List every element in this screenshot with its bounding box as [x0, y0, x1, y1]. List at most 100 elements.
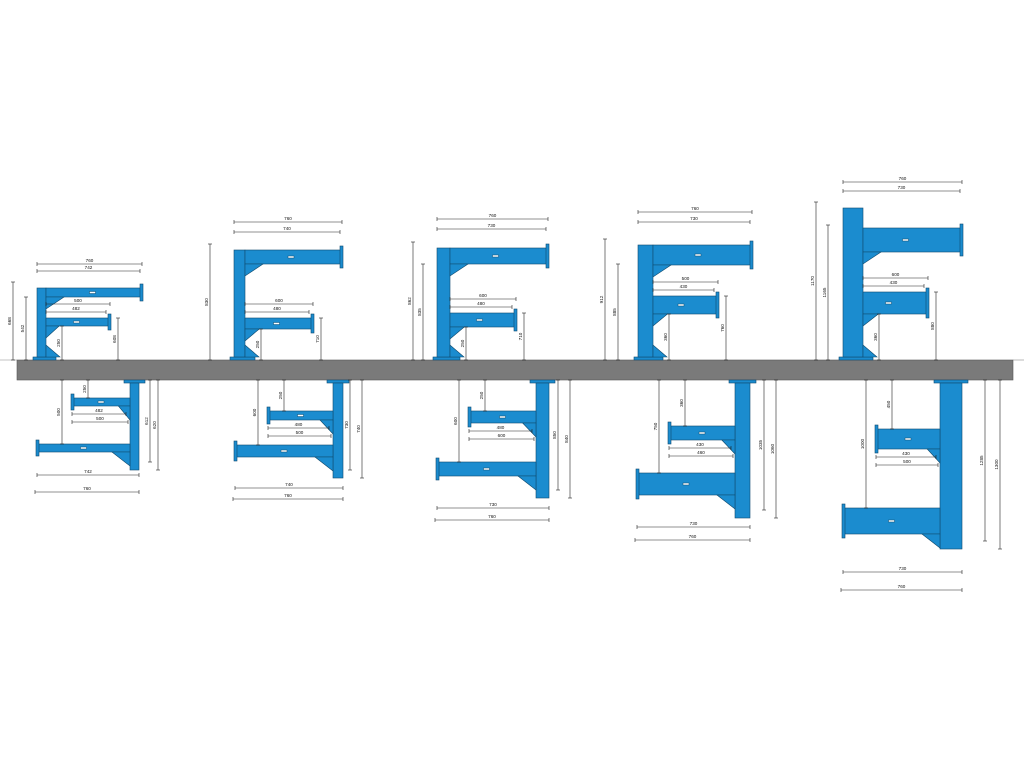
arm-end-plate-2 — [925, 287, 930, 319]
arm-label-plate-2 — [483, 467, 490, 471]
column — [332, 382, 344, 479]
top-plate — [933, 379, 969, 384]
arm-label-plate-2 — [280, 449, 288, 453]
gusset-1 — [117, 405, 131, 421]
gusset-1 — [926, 448, 941, 464]
base-gusset — [244, 344, 260, 358]
dim-bottom-arm-a-label: 480 — [295, 422, 303, 427]
arm-end-plate-1 — [139, 283, 144, 302]
gusset-1 — [45, 296, 65, 310]
arm-end-plate-2 — [435, 457, 440, 481]
dim-top-arm-b-label: 480 — [477, 301, 485, 306]
gusset-1 — [244, 263, 264, 277]
arm-label-plate-2 — [73, 320, 80, 324]
arm-2 — [449, 312, 517, 328]
dim-top-arm-a-label: 500 — [682, 276, 690, 281]
dim-top-height-mid-label: 542 — [20, 324, 25, 332]
dim-top-base-gap-label: 250 — [255, 340, 260, 348]
dim-top-height-label: 1170 — [810, 276, 815, 286]
dim-top-outer-label: 760 — [284, 216, 292, 221]
floor-slab — [16, 359, 1014, 381]
dim-bottom-right-b-label: 740 — [356, 425, 361, 433]
dim-top-arm-b-label: 482 — [72, 306, 80, 311]
dim-bottom-right-a-label: 1285 — [979, 455, 984, 466]
arm-end-plate-1 — [749, 240, 754, 270]
dim-top-arm-drop-label: 760 — [720, 324, 725, 332]
bracket-b4: 7607309128855004307603607307607503604304… — [599, 206, 778, 542]
arm-end-plate-2 — [35, 439, 40, 457]
arm-label-plate-1 — [694, 253, 702, 257]
dim-top-height-label: 830 — [204, 298, 209, 306]
arm-end-plate-2 — [841, 503, 846, 539]
base-gusset — [45, 344, 61, 358]
dim-bottom-inner-label: 730 — [899, 566, 907, 571]
dim-bottom-arm-a-label: 430 — [696, 442, 704, 447]
dim-top-inner-label: 740 — [283, 226, 291, 231]
dim-bottom-arm-b-label: 460 — [697, 450, 705, 455]
arm-label-plate-2 — [80, 446, 87, 450]
dim-top-arm-drop-label: 710 — [315, 335, 320, 343]
gusset-2 — [244, 328, 261, 342]
dim-bottom-arm-b-label: 500 — [903, 459, 911, 464]
dim-bottom-right-a-label: 730 — [344, 421, 349, 429]
dim-top-outer-label: 760 — [489, 213, 497, 218]
dim-top-arm-drop-label: 608 — [112, 335, 117, 343]
base-plate — [229, 356, 256, 361]
dim-bottom-right-b-label: 1300 — [994, 459, 999, 470]
base-plate — [432, 356, 461, 361]
dim-bottom-arm-a-label: 430 — [902, 451, 910, 456]
column — [535, 382, 550, 499]
dim-bottom-upper-label: 600 — [252, 408, 257, 416]
top-plate — [123, 379, 146, 384]
dim-bottom-right-a-label: 1035 — [758, 439, 763, 450]
dim-top-inner-label: 730 — [898, 185, 906, 190]
dim-top-outer-label: 760 — [86, 258, 94, 263]
base-gusset — [862, 344, 878, 358]
dim-top-inner-label: 730 — [488, 223, 496, 228]
dim-top-outer-label: 760 — [691, 206, 699, 211]
dim-top-arm-drop-label: 880 — [930, 322, 935, 330]
dim-bottom-arm-b-label: 600 — [498, 433, 506, 438]
arm-label-plate-2 — [476, 318, 483, 322]
arm-end-plate-1 — [667, 421, 672, 445]
dim-bottom-outer-label: 760 — [488, 514, 496, 519]
column — [939, 382, 963, 550]
arm-1 — [652, 244, 753, 266]
arm-label-plate-2 — [885, 301, 892, 305]
dim-bottom-lower-label: 450 — [886, 400, 891, 408]
base-plate — [838, 356, 874, 361]
gusset-2 — [652, 313, 669, 327]
gusset-2 — [45, 325, 60, 339]
dim-top-height-label: 912 — [599, 295, 604, 303]
arm-2 — [862, 291, 929, 315]
dim-bottom-arm-b-label: 500 — [96, 416, 104, 421]
column — [129, 382, 140, 471]
dim-bottom-outer-label: 760 — [83, 486, 91, 491]
dim-bottom-arm-a-label: 482 — [95, 408, 103, 413]
arm-end-plate-2 — [233, 440, 238, 462]
bracket-b3: 7607308628356004807102507307606002504806… — [407, 213, 572, 522]
gusset-2 — [716, 494, 736, 510]
arm-end-plate-2 — [715, 291, 720, 319]
column — [734, 382, 751, 519]
dim-bottom-right-b-label: 840 — [564, 435, 569, 443]
dim-top-inner-label: 742 — [85, 265, 93, 270]
dim-bottom-lower-label: 250 — [82, 385, 87, 393]
arm-end-plate-1 — [874, 424, 879, 454]
dim-top-base-gap-label: 360 — [873, 333, 878, 341]
arm-end-plate-2 — [513, 308, 518, 332]
dim-bottom-right-a-label: 612 — [144, 417, 149, 425]
arm-label-plate-2 — [677, 303, 685, 307]
dim-top-height-mid-label: 1165 — [822, 287, 827, 297]
arm-label-plate-2 — [273, 322, 280, 325]
dim-bottom-right-b-label: 1060 — [770, 443, 775, 454]
column — [233, 249, 246, 358]
dim-bottom-outer-label: 760 — [689, 534, 697, 539]
gusset-2 — [517, 475, 537, 491]
